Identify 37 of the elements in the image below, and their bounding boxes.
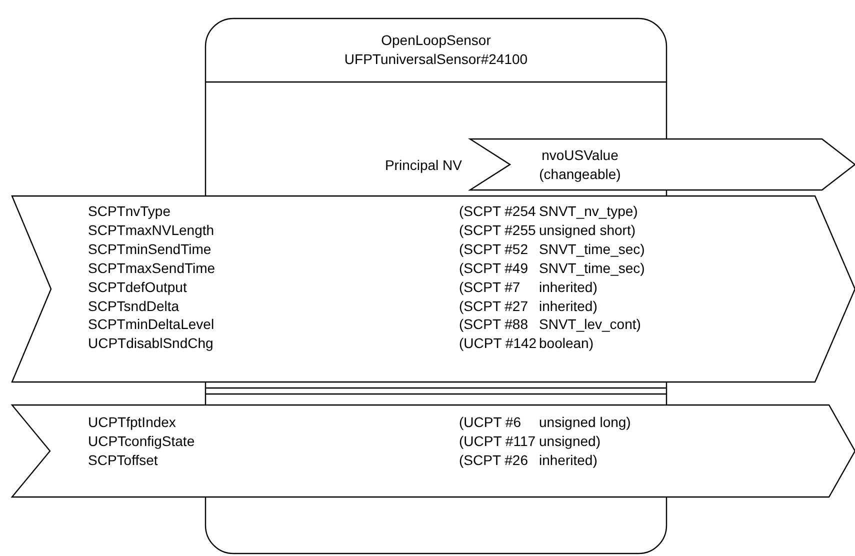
property-name: SCPToffset [88, 452, 158, 469]
property-type: unsigned) [539, 432, 600, 450]
property-name: SCPTsndDelta [88, 298, 180, 314]
property-type: unsigned short) [539, 222, 636, 239]
property-type: unsigned long) [539, 414, 631, 431]
property-id: (SCPT #52 [459, 240, 528, 258]
property-type: inherited) [539, 298, 598, 314]
property-type: inherited) [539, 452, 598, 469]
block-title: OpenLoopSensor [380, 32, 492, 49]
property-id: (SCPT #254 [459, 203, 536, 220]
property-name: SCPTminSendTime [88, 240, 212, 258]
property-id: (SCPT #88 [459, 316, 528, 334]
property-type: SNVT_time_sec) [539, 240, 645, 258]
property-type: SNVT_nv_type) [539, 203, 638, 220]
block-title: UFPTuniversalSensor#24100 [343, 51, 529, 68]
property-name: UCPTfptIndex [88, 414, 176, 431]
property-id: (SCPT #27 [459, 298, 528, 314]
property-type: boolean) [539, 335, 594, 352]
property-name: SCPTmaxSendTime [88, 260, 216, 277]
property-name: SCPTmaxNVLength [88, 222, 214, 239]
property-name: UCPTdisablSndChg [88, 335, 214, 352]
property-id: (SCPT #255 [459, 222, 536, 239]
nv-caption: Principal NV [384, 157, 462, 174]
property-id: (UCPT #6 [459, 414, 521, 431]
property-type: SNVT_lev_cont) [539, 316, 641, 334]
variable-name: nvoUSValue (changeable) [538, 146, 622, 184]
property-id: (SCPT #49 [459, 260, 528, 277]
property-name: SCPTdefOutput [88, 278, 187, 296]
property-name: SCPTnvType [88, 203, 170, 220]
property-type: SNVT_time_sec) [539, 260, 645, 277]
property-id: (SCPT #26 [459, 452, 528, 469]
property-id: (SCPT #7 [459, 278, 520, 296]
property-type: inherited) [539, 278, 598, 296]
property-name: SCPTminDeltaLevel [88, 316, 214, 334]
property-id: (UCPT #142 [459, 335, 537, 352]
property-id: (UCPT #117 [459, 432, 536, 450]
property-name: UCPTconfigState [88, 432, 195, 450]
